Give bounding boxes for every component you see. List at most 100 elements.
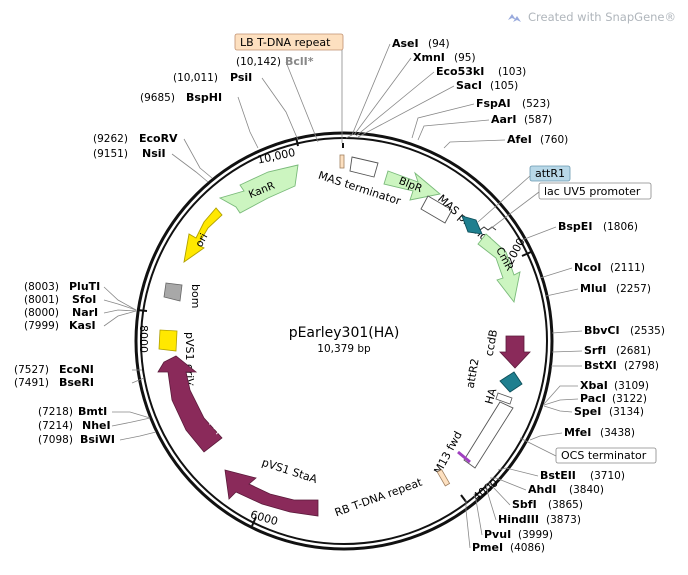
site-name: NarI bbox=[72, 306, 98, 319]
tick-6000 bbox=[251, 516, 257, 527]
site-name: PluTI bbox=[69, 280, 100, 293]
site-name: SbfI bbox=[512, 498, 537, 511]
site-label: BstXI(2798) bbox=[584, 359, 659, 372]
site-leader bbox=[131, 377, 145, 384]
site-name: XmnI bbox=[413, 51, 445, 64]
lac-uv5-leader bbox=[489, 191, 540, 230]
site-position: (2257) bbox=[616, 283, 651, 295]
site-label: AseI(94) bbox=[392, 37, 450, 50]
site-position: (3999) bbox=[518, 529, 553, 541]
pvs1-staa-label: pVS1 StaA bbox=[260, 456, 319, 486]
site-position: (7527) bbox=[14, 364, 49, 376]
attr1-shape bbox=[461, 215, 483, 235]
site-label: AarI(587) bbox=[491, 113, 552, 126]
ocs-terminator-leader bbox=[519, 437, 557, 457]
site-name: AhdI bbox=[528, 483, 556, 496]
plasmid-name: pEarley301(HA) bbox=[289, 325, 400, 341]
site-label: (7218)BmtI bbox=[38, 405, 107, 418]
site-position: (3840) bbox=[569, 484, 604, 496]
m13-fwd-mark bbox=[457, 450, 471, 464]
site-label: MfeI (3438) bbox=[564, 426, 635, 439]
site-name: BstEII bbox=[540, 469, 576, 482]
ha-shape bbox=[495, 392, 513, 405]
lb-repeat-marker bbox=[342, 143, 344, 148]
site-name: BbvCI bbox=[584, 324, 620, 337]
site-leader bbox=[353, 57, 412, 136]
site-name: HindIII bbox=[498, 513, 539, 526]
site-name: XbaI bbox=[580, 379, 608, 392]
site-label: BstEII(3710) bbox=[540, 469, 625, 482]
site-position: (2681) bbox=[616, 345, 651, 357]
ocs-terminator-label: OCS terminator bbox=[561, 449, 647, 462]
rb-repeat-mark bbox=[436, 469, 451, 487]
site-label: PacI(3122) bbox=[580, 392, 647, 405]
watermark-text: Created with SnapGene® bbox=[528, 10, 676, 24]
site-position: (105) bbox=[490, 80, 518, 92]
site-leader bbox=[103, 309, 137, 314]
site-leader bbox=[543, 405, 573, 413]
site-label: SpeI(3134) bbox=[574, 405, 644, 418]
site-label: (7999)KasI bbox=[24, 319, 96, 332]
site-name: SacI bbox=[456, 79, 482, 92]
site-name: Eco53kI bbox=[436, 65, 484, 78]
site-name: PacI bbox=[580, 392, 606, 405]
site-name: EcoNI bbox=[59, 363, 94, 376]
site-label: XbaI (3109) bbox=[580, 379, 649, 392]
site-label: SbfI(3865) bbox=[512, 498, 583, 511]
pvs1-oriv-shape bbox=[158, 329, 178, 352]
mas-promoter-shape bbox=[420, 195, 453, 224]
site-label: (9151)NsiI bbox=[93, 147, 166, 160]
site-position: (3438) bbox=[600, 427, 635, 439]
sites-bottom: BstEII(3710) AhdI (3840) SbfI(3865) HindI… bbox=[465, 467, 625, 554]
site-position: (523) bbox=[522, 98, 550, 110]
site-position: (8003) bbox=[24, 281, 59, 293]
site-label: (8000)NarI bbox=[24, 306, 98, 319]
site-leader bbox=[551, 350, 583, 353]
site-position: (587) bbox=[524, 114, 552, 126]
lb-repeat-mark bbox=[339, 154, 345, 169]
site-leader bbox=[111, 417, 151, 427]
site-name: MluI bbox=[580, 282, 607, 295]
tick-8000 bbox=[136, 309, 148, 312]
site-name: BclI* bbox=[285, 55, 314, 68]
site-position: (9262) bbox=[93, 133, 128, 145]
site-name: MfeI bbox=[564, 426, 591, 439]
site-name: BstXI bbox=[584, 359, 617, 372]
site-name: SrfI bbox=[584, 344, 606, 357]
lb-repeat-label: LB T-DNA repeat bbox=[240, 36, 331, 49]
plasmid-backbone-outer bbox=[134, 131, 554, 551]
site-position: (2535) bbox=[630, 325, 665, 337]
site-position: (10,142) bbox=[236, 56, 281, 68]
site-leader bbox=[539, 267, 573, 279]
site-leader bbox=[183, 138, 213, 179]
site-leader bbox=[487, 481, 511, 506]
site-name: AseI bbox=[392, 37, 419, 50]
cmr-arrow bbox=[477, 233, 521, 304]
site-position: (3134) bbox=[609, 406, 644, 418]
attr1-label: attR1 bbox=[535, 167, 565, 180]
site-name: BmtI bbox=[78, 405, 107, 418]
ha-label: HA bbox=[483, 387, 500, 406]
site-label: SacI (105) bbox=[456, 79, 518, 92]
site-label: (10,142) BclI* bbox=[236, 55, 314, 68]
site-position: (3109) bbox=[614, 380, 649, 392]
rb-repeat-label: RB T-DNA repeat bbox=[333, 475, 424, 519]
ocs-terminator-label-box: OCS terminator bbox=[555, 447, 657, 464]
site-leader bbox=[529, 432, 563, 441]
pvs1-repa-arrow bbox=[157, 355, 223, 453]
site-label: PvuI(3999) bbox=[484, 528, 553, 541]
attr1-leader bbox=[477, 175, 531, 223]
sites-right: BspEI(1806) NcoI(2111) MluI(2257) BbvCI(… bbox=[521, 220, 665, 441]
site-label: AhdI (3840) bbox=[528, 483, 604, 496]
site-leader bbox=[345, 43, 391, 139]
site-position: (103) bbox=[498, 66, 526, 78]
site-leader bbox=[119, 431, 157, 441]
site-position: (8001) bbox=[24, 294, 59, 306]
lb-repeat-label-box: LB T-DNA repeat bbox=[234, 33, 344, 51]
ori-arrow bbox=[183, 207, 223, 263]
site-name: BseRI bbox=[59, 376, 94, 389]
site-leader bbox=[355, 71, 435, 137]
site-leader bbox=[285, 61, 319, 143]
sites-top: AseI(94) XmnI(95) Eco53kI(103) SacI(105)… bbox=[345, 37, 568, 149]
